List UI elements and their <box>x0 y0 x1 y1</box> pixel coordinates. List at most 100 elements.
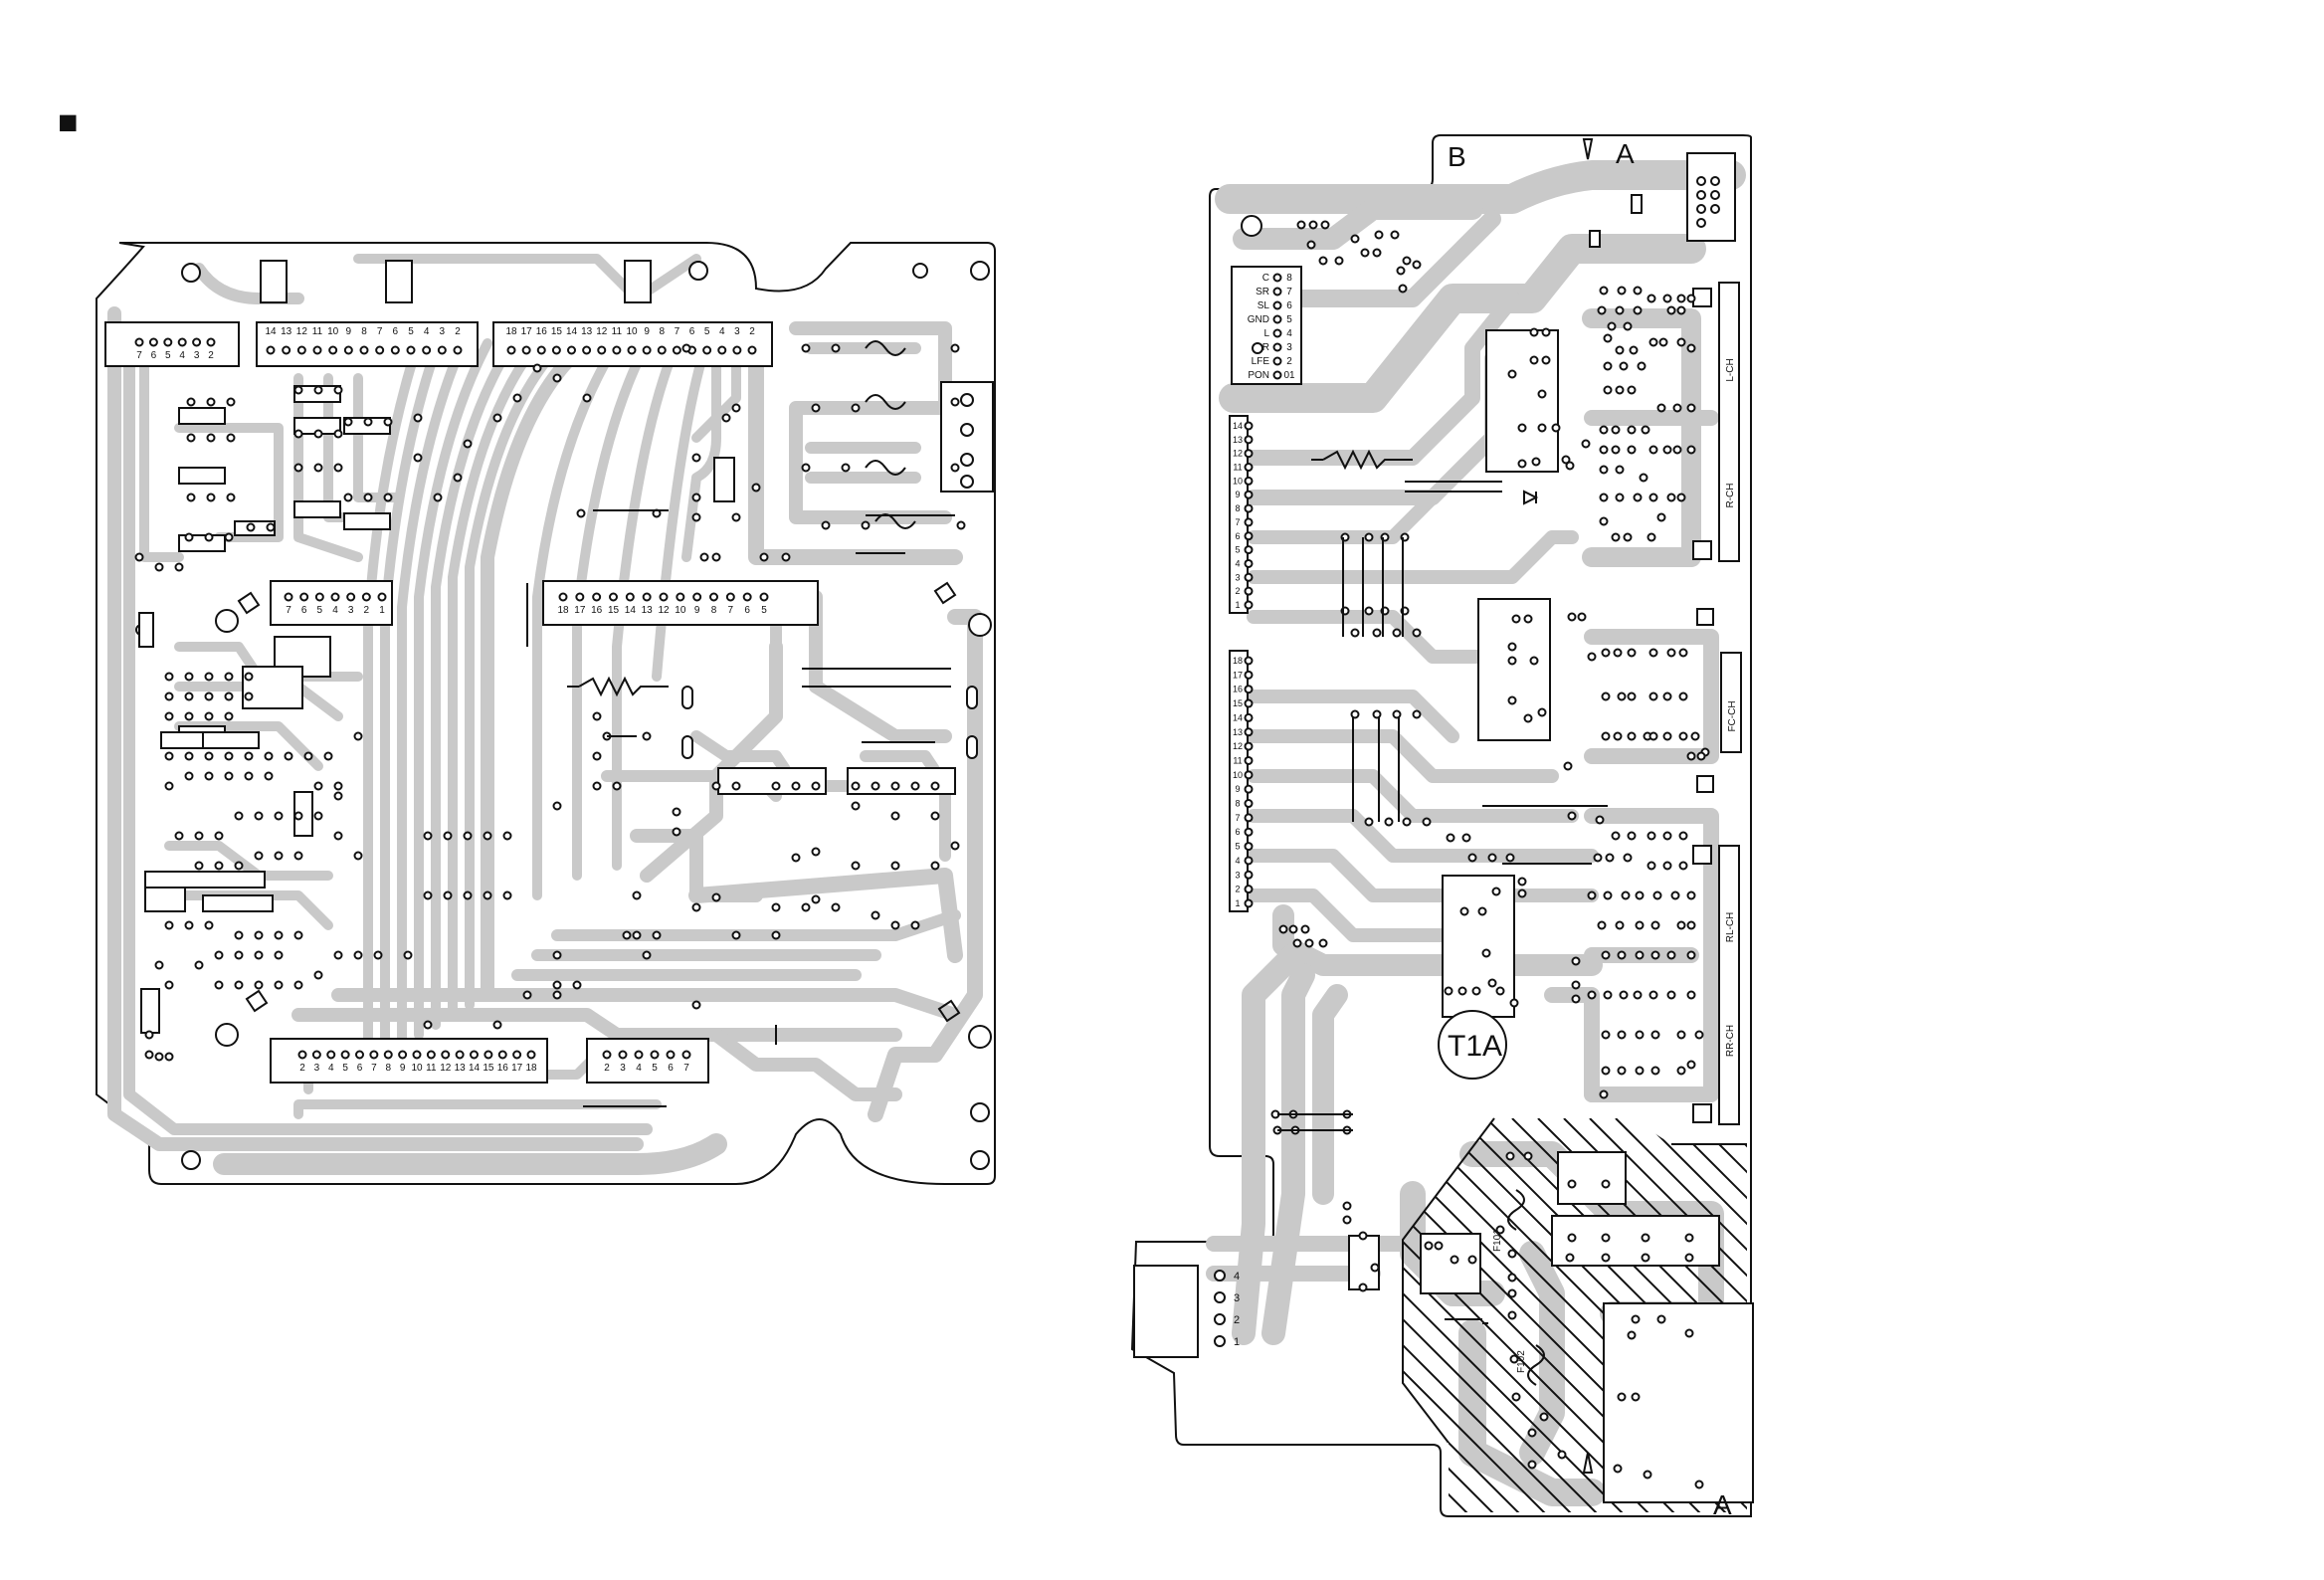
pad <box>1694 1480 1704 1489</box>
connector-bottom-pin-label: 16 <box>497 1063 509 1074</box>
pad <box>343 417 353 427</box>
pad <box>1424 1241 1434 1251</box>
pad <box>184 920 194 930</box>
terminal-label: C <box>1262 273 1269 284</box>
pad <box>1648 731 1658 741</box>
pad <box>1364 606 1374 616</box>
connector-18-pin-label: 1 <box>1235 898 1240 908</box>
connector-18-pin-label: 7 <box>1235 813 1240 823</box>
connector-top-right-pin-label: 13 <box>581 326 593 337</box>
connector-14-pin-label: 14 <box>1233 421 1243 431</box>
pad <box>274 980 284 990</box>
connector-14-pin <box>1244 586 1254 596</box>
pad <box>1537 389 1547 399</box>
pad <box>234 930 244 940</box>
pad <box>164 691 174 701</box>
pad <box>1635 1066 1645 1076</box>
pad <box>214 950 224 960</box>
pad <box>1507 369 1517 379</box>
pad <box>1599 516 1609 526</box>
connector-top-right-pin-label: 15 <box>551 326 563 337</box>
terminal-pad <box>1272 342 1282 352</box>
terminal-pad <box>1272 356 1282 366</box>
pad <box>711 781 721 791</box>
pad <box>1471 986 1481 996</box>
pad <box>293 851 303 861</box>
connector-bottom-right-pin <box>666 1050 676 1060</box>
pad <box>206 433 216 443</box>
pad <box>1396 266 1406 276</box>
pad <box>1360 248 1370 258</box>
connector-left-small-pin <box>284 592 293 602</box>
pad <box>1662 731 1672 741</box>
connector-14-pin-label: 11 <box>1233 463 1242 473</box>
pad <box>672 807 681 817</box>
channel-label: L-CH <box>1725 358 1736 381</box>
pad <box>1643 1470 1652 1480</box>
connector-bottom-pin-label: 11 <box>426 1063 437 1074</box>
pad <box>632 890 642 900</box>
connector-top-left-pin <box>206 337 216 347</box>
pad <box>333 429 343 439</box>
connector-mid-pin-label: 15 <box>608 605 620 616</box>
label-b: B <box>1448 141 1466 172</box>
pad <box>552 373 562 383</box>
pad <box>1597 920 1607 930</box>
pad <box>303 751 313 761</box>
pad <box>1372 248 1382 258</box>
pad <box>264 771 274 781</box>
connector-top-mid-pin <box>453 345 463 355</box>
pad <box>1511 614 1521 624</box>
pad <box>214 980 224 990</box>
connector-mid-pin-label: 12 <box>658 605 670 616</box>
pad <box>1627 385 1637 395</box>
pad <box>1318 938 1328 948</box>
channel-label: RL-CH <box>1725 912 1736 943</box>
connector-mid-pin-label: 10 <box>675 605 686 616</box>
pad <box>1593 853 1603 863</box>
connector-bottom-pin <box>369 1050 379 1060</box>
pad <box>1658 337 1668 347</box>
pad <box>164 980 174 990</box>
pad <box>154 1052 164 1062</box>
connector-bottom-right-pin <box>681 1050 691 1060</box>
connector-left-small-pin <box>330 592 340 602</box>
pad <box>552 980 562 990</box>
pad <box>1571 980 1581 990</box>
label-f102: F102 <box>1516 1350 1527 1373</box>
connector-top-right-pin-label: 9 <box>644 326 650 337</box>
pad <box>632 930 642 940</box>
connector-top-left-pin-label: 7 <box>136 350 142 361</box>
pad <box>1334 256 1344 266</box>
pad <box>771 781 781 791</box>
pad <box>1656 1314 1666 1324</box>
terminal-block <box>1231 266 1302 385</box>
pad <box>576 508 586 518</box>
connector-top-left-pin <box>148 337 158 347</box>
board-a-outline <box>96 242 996 1185</box>
connector-top-right-pin-label: 11 <box>612 326 623 337</box>
connector-18-pin <box>1244 827 1254 837</box>
pad <box>731 512 741 522</box>
connector-mid-pin <box>575 592 585 602</box>
connector-mid-pin <box>642 592 652 602</box>
pad <box>910 781 920 791</box>
connector-top-right-pin-label: 18 <box>505 326 517 337</box>
connector-top-right-pin <box>567 345 576 355</box>
connector-top-mid-pin-label: 8 <box>361 326 367 337</box>
pad <box>234 811 244 821</box>
pad <box>443 831 453 841</box>
pad <box>1603 890 1613 900</box>
pad <box>612 781 622 791</box>
pad <box>1686 294 1696 303</box>
pad <box>1696 751 1706 761</box>
connector-14-pin-label: 7 <box>1235 517 1240 527</box>
pad <box>1304 938 1314 948</box>
connector-18-pin <box>1244 712 1254 722</box>
pad <box>1402 256 1412 266</box>
connector-top-mid-pin <box>282 345 291 355</box>
